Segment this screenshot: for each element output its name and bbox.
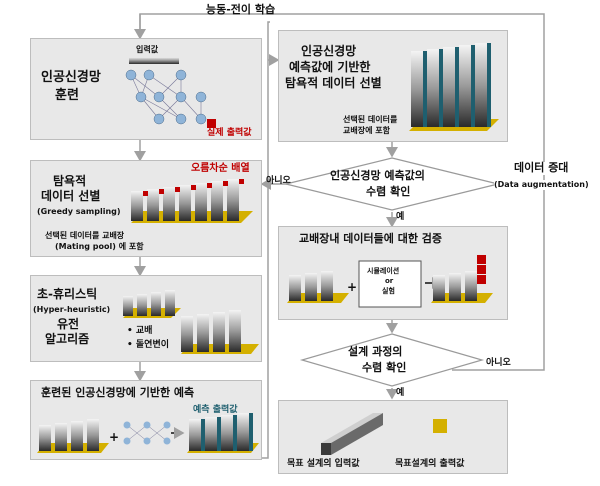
predicted-data-illustration bbox=[409, 43, 499, 131]
panel-verification: 교배장내 데이터들에 대한 검증 + 시뮬레이션 or 실험 bbox=[278, 226, 508, 320]
top-loop-label: 능동-전이 학습 bbox=[206, 3, 276, 16]
p3-title-l3: 유전 bbox=[57, 317, 80, 331]
svg-text:+: + bbox=[109, 430, 119, 444]
sorted-data-illustration bbox=[131, 179, 253, 223]
target-design-illustration bbox=[321, 413, 447, 455]
p2-rank-label: 오름차순 배열 bbox=[191, 163, 250, 174]
neural-net-illustration bbox=[125, 57, 216, 128]
rp1-note-l1: 선택된 데이터를 bbox=[343, 115, 398, 124]
p1-title-l1: 인공신경망 bbox=[41, 70, 101, 85]
d1-yes-label: 예 bbox=[396, 212, 405, 222]
p2-note-l1: 선택된 데이터를 교배장 bbox=[45, 231, 125, 240]
panel-greedy-sampling: 탐욕적 데이터 선별 (Greedy sampling) 오름차순 배열 선택된… bbox=[30, 160, 262, 257]
panel-prediction: 훈련된 인공신경망에 기반한 예측 예측 출력값 + bbox=[30, 380, 262, 460]
sim-l1: 시뮬레이션 bbox=[367, 267, 400, 275]
rp1-title-l3: 탐욕적 데이터 선별 bbox=[285, 76, 382, 90]
panel-ann-training: 인공신경망 훈련 입력값 실제 출력값 bbox=[30, 38, 262, 140]
sim-l3: 실험 bbox=[382, 287, 395, 295]
d1-l2: 수렴 확인 bbox=[366, 185, 411, 198]
p1-output-label: 실제 출력값 bbox=[207, 128, 252, 138]
panel-hyper-heuristic: 초-휴리스틱 (Hyper-heuristic) 유전 알고리즘 • 교배 • … bbox=[30, 275, 262, 362]
p2-note-l2: (Mating pool) 에 포함 bbox=[55, 242, 144, 251]
p1-title-l2: 훈련 bbox=[55, 88, 79, 103]
rp1-title-l1: 인공신경망 bbox=[301, 44, 357, 58]
target-output-label: 목표설계의 출력값 bbox=[395, 459, 465, 469]
target-input-label: 목표 설계의 입력값 bbox=[287, 459, 360, 469]
p4-pred-label: 예측 출력값 bbox=[193, 405, 238, 415]
rp1-note-l2: 교배장에 포함 bbox=[343, 126, 390, 135]
p1-input-label: 입력값 bbox=[136, 45, 159, 54]
p3-title-l1: 초-휴리스틱 bbox=[37, 287, 98, 301]
panel-prediction-greedy: 인공신경망 예측값에 기반한 탐욕적 데이터 선별 선택된 데이터를 교배장에 … bbox=[278, 30, 508, 142]
svg-text:+: + bbox=[347, 280, 357, 294]
verification-illustration: + bbox=[287, 255, 493, 308]
augmentation-label-l2: (Data augmentation) bbox=[494, 180, 589, 190]
p2-title-l1: 탐욕적 bbox=[53, 174, 87, 188]
d2-l2: 수렴 확인 bbox=[362, 361, 407, 374]
genetic-algorithm-illustration bbox=[123, 290, 259, 354]
p3-bullet1: • 교배 bbox=[127, 326, 153, 336]
augmentation-label-l1: 데이터 증대 bbox=[514, 161, 569, 175]
input-bar-icon bbox=[129, 57, 179, 64]
d2-yes-label: 예 bbox=[396, 388, 405, 398]
rp2-title: 교배장내 데이터들에 대한 검증 bbox=[299, 232, 443, 245]
p3-title-l2: (Hyper-heuristic) bbox=[33, 305, 111, 314]
d1-no-label: 아니오 bbox=[266, 176, 291, 186]
panel-target-design: 목표 설계의 입력값 목표설계의 출력값 bbox=[278, 400, 508, 474]
rp1-title-l2: 예측값에 기반한 bbox=[289, 60, 371, 74]
sim-l2: or bbox=[385, 277, 394, 285]
output-cube-icon bbox=[207, 119, 216, 128]
p3-title-l4: 알고리즘 bbox=[45, 332, 90, 346]
p2-title-l2: 데이터 선별 bbox=[41, 189, 101, 203]
p4-title: 훈련된 인공신경망에 기반한 예측 bbox=[41, 386, 195, 399]
prediction-illustration: + bbox=[37, 413, 259, 453]
p2-subtitle: (Greedy sampling) bbox=[37, 207, 121, 216]
p3-bullet2: • 돌연변이 bbox=[127, 340, 170, 350]
d1-l1: 인공신경망 예측값의 bbox=[330, 169, 425, 182]
d2-no-label: 아니오 bbox=[486, 358, 511, 368]
d2-l1: 설계 과정의 bbox=[348, 345, 403, 358]
